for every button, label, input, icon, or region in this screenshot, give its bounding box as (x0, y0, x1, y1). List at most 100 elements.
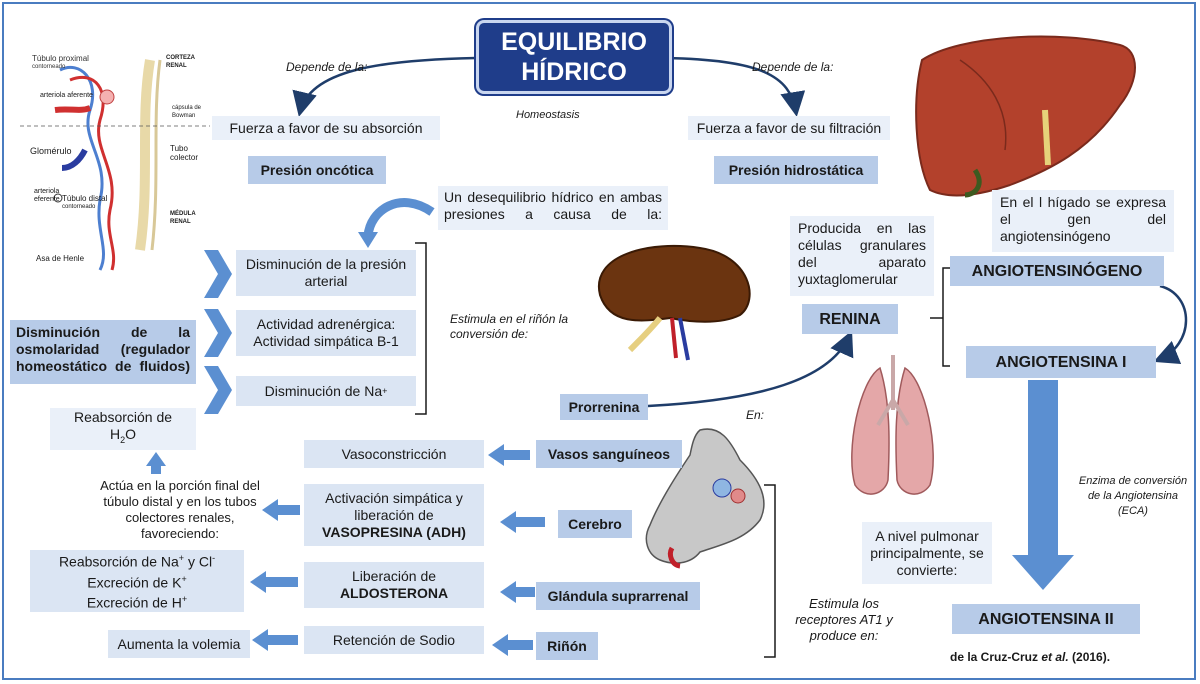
label-tubulo-distal: Túbulo distal (62, 194, 108, 203)
en-label: En: (746, 408, 765, 422)
dog-illustration (645, 428, 765, 569)
arrow-prorrenina-renina (647, 330, 854, 408)
osmolarity-box: Disminución de la osmolaridad (regulador… (10, 320, 196, 384)
cause-sodium-sup: + (382, 385, 388, 396)
cause-sodium: Disminución de Na+ (236, 376, 416, 406)
angiotensin-i-box: ANGIOTENSINA I (966, 346, 1156, 378)
water-h: H (109, 426, 121, 443)
chevron-icon (204, 250, 232, 414)
targets-bracket (764, 484, 776, 658)
effect-vasoconstriction: Vasoconstricción (304, 440, 484, 468)
label-arteriola-aferente: arteriola aferente (40, 92, 93, 99)
cause-arterial-pressure: Disminución de la presión arterial (236, 250, 416, 296)
label-eferente: eferente (34, 196, 60, 203)
label-medula-group: MÉDULA RENAL (170, 210, 196, 226)
label-tubo-group: Tubo colector (170, 144, 198, 162)
arrow-down-large (1012, 380, 1074, 590)
label-contorneado1: contorneado (32, 64, 66, 70)
water-o: O (125, 426, 137, 443)
causes-bracket (415, 242, 427, 415)
label-asa-henle: Asa de Henle (36, 254, 85, 263)
enzyme-label: Enzima de conversión de la Angiotensina … (1078, 475, 1188, 517)
label-renal1: RENAL (166, 63, 187, 69)
label-arteriola-group: arteriola eferente (34, 188, 60, 204)
electrolytes-l3a: Excreción de H (86, 594, 182, 611)
effect-aldosterone-text: ALDOSTERONA (339, 585, 449, 601)
renina-box: RENINA (802, 304, 898, 334)
title-line2: HÍDRICO (521, 58, 627, 86)
cause-adrenergic: Actividad adrenérgica: Actividad simpáti… (236, 310, 416, 356)
depends-left-label: Depende de la: (286, 60, 368, 74)
pulmonary-box: A nivel pulmonar principalmente, se conv… (862, 522, 992, 584)
stimulates-kidney-label: Estimula en el riñón la conversión de: (450, 312, 569, 341)
arrow-up-water (146, 452, 166, 474)
absorption-box: Fuerza a favor de su absorción (212, 116, 440, 140)
arrow-curve-imbalance (363, 198, 435, 237)
label-renal2: RENAL (170, 219, 191, 225)
water-reabsorption-line1: Reabsorción de (73, 409, 173, 426)
electrolytes-l1c: y Cl (184, 553, 213, 570)
label-medula: MÉDULA (170, 211, 196, 217)
at1-label: Estimula los receptores AT1 y produce en… (795, 596, 893, 643)
electrolytes-line3: Excreción de H+ (87, 591, 187, 612)
electrolytes-l3b: + (181, 594, 188, 605)
label-corteza-group: CORTEZA RENAL (166, 54, 195, 70)
electrolytes-l2a: Excreción de K (87, 574, 182, 591)
effect-sympathetic-text: Activación simpática y liberación de (325, 489, 463, 523)
effect-release-text: Liberación de (351, 568, 437, 584)
arrow-left-icon (250, 444, 545, 656)
label-arteriola: arteriola (34, 188, 60, 195)
arrow-agt-to-at1 (1153, 284, 1188, 365)
target-vessels: Vasos sanguíneos (536, 440, 682, 468)
label-tubo: Tubo (170, 144, 188, 153)
label-contorneado2: contorneado (62, 204, 96, 210)
title-line1: EQUILIBRIO (501, 28, 647, 56)
label-colector: colector (170, 153, 199, 162)
citation: de la Cruz-Cruz et al. (2016). (950, 650, 1110, 664)
acts-text: Actúa en la porción final del túbulo dis… (100, 478, 260, 541)
label-tubulo-proximal: Túbulo proximal (32, 54, 89, 63)
electrolytes-line2: Excreción de K+ (87, 571, 186, 592)
hydrostatic-pressure-box: Presión hidrostática (714, 156, 878, 184)
label-tubulo-distal-group: Túbulo distal contorneado (62, 194, 107, 212)
citation-post: (2016). (1068, 650, 1111, 664)
angiotensin-ii-box: ANGIOTENSINA II (952, 604, 1140, 634)
electrolytes-l2b: + (181, 573, 187, 584)
renin-production-box: Producida en las células granulares del … (790, 216, 934, 296)
oncotic-pressure-box: Presión oncótica (248, 156, 386, 184)
main-title: EQUILIBRIO HÍDRICO (476, 20, 672, 94)
electrolytes-l1d: - (212, 553, 216, 564)
label-capsula: cápsula de (172, 105, 202, 111)
electrolytes-l1a: Reabsorción de Na (58, 553, 179, 570)
filtration-box: Fuerza a favor de su filtración (688, 116, 890, 140)
kidney-illustration (597, 244, 751, 361)
nephron-illustration (20, 59, 210, 271)
effect-sodium-retention: Retención de Sodio (304, 626, 484, 654)
target-adrenal: Glándula suprarrenal (536, 582, 700, 610)
label-capsula-group: cápsula de Bowman (172, 104, 201, 120)
volemia-box: Aumenta la volemia (108, 630, 250, 658)
angiotensinogen-box: ANGIOTENSINÓGENO (950, 256, 1164, 286)
lungs-illustration (851, 355, 934, 495)
arrow-title-left (292, 56, 477, 117)
water-reabsorption-box: Reabsorción de H2O (50, 408, 196, 450)
electrolytes-line1: Reabsorción de Na+ y Cl- (59, 550, 215, 571)
label-bowman: Bowman (172, 113, 196, 119)
arrow-title-right (665, 56, 806, 117)
label-glomerulo: Glomérulo (30, 146, 72, 156)
effect-aldosterone: Liberación de ALDOSTERONA (304, 562, 484, 608)
effect-vasopressin: Activación simpática y liberación de VAS… (304, 484, 484, 546)
citation-etal: et al. (1041, 650, 1069, 664)
nephron-labels: Túbulo proximal contorneado (32, 54, 89, 72)
electrolytes-box: Reabsorción de Na+ y Cl- Excreción de K+… (30, 550, 244, 612)
prorrenina-box: Prorrenina (560, 394, 648, 420)
depends-right-label: Depende de la: (752, 60, 834, 74)
homeostasis-label: Homeostasis (516, 109, 580, 121)
citation-pre: de la Cruz-Cruz (950, 650, 1042, 664)
water-sub: 2 (120, 434, 126, 445)
water-formula: H2O (110, 426, 136, 449)
liver-text-box: En el l hígado se expresa el gen del ang… (992, 190, 1174, 252)
electrolytes-l1b: + (178, 553, 185, 564)
liver-illustration (915, 35, 1136, 198)
